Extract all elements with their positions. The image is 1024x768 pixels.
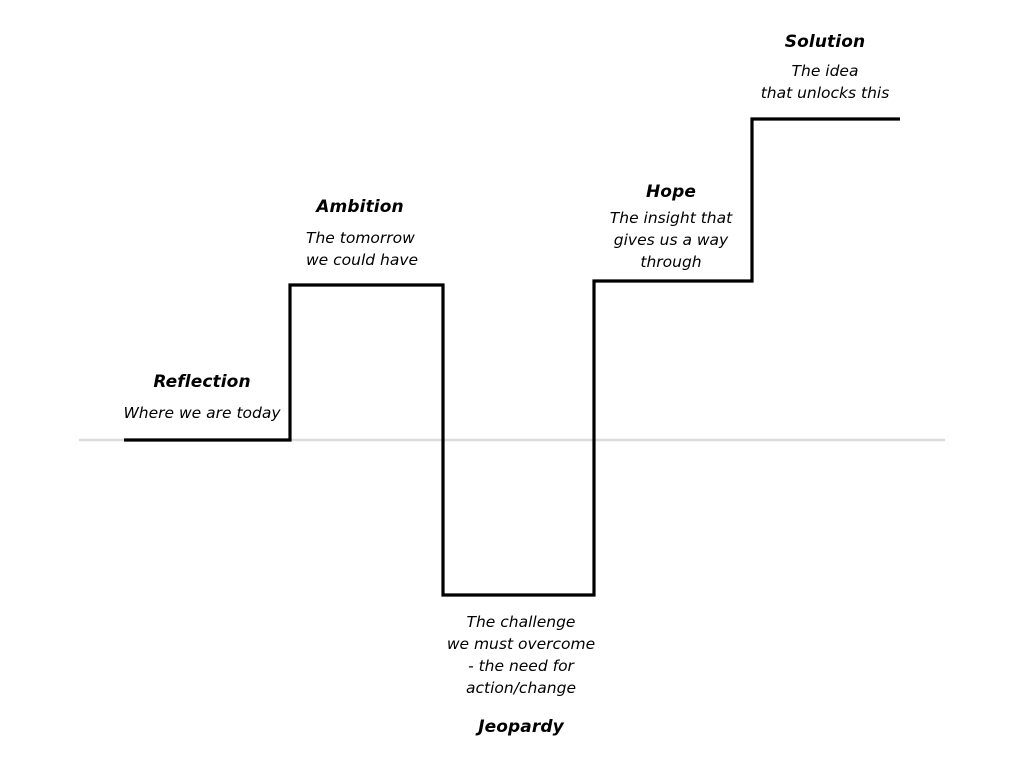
step-polyline xyxy=(124,117,900,597)
stage-body-jeopardy: The challenge we must overcome - the nee… xyxy=(446,613,596,697)
stage-title-ambition: Ambition xyxy=(316,197,404,217)
stage-body-hope: The insight that gives us a way through xyxy=(609,209,733,272)
annotation-reflection: Reflection Where we are today xyxy=(104,372,300,424)
annotation-jeopardy: The challenge we must overcome - the nee… xyxy=(431,611,611,738)
annotation-ambition: Ambition The tomorrow we could have xyxy=(306,197,466,271)
stage-body-reflection: Where we are today xyxy=(123,404,281,423)
annotation-hope: Hope The insight that gives us a way thr… xyxy=(593,182,749,273)
stage-title-solution: Solution xyxy=(784,32,866,52)
stage-title-jeopardy: Jeopardy xyxy=(478,717,564,737)
stage-body-ambition: The tomorrow we could have xyxy=(306,229,419,270)
stage-title-reflection: Reflection xyxy=(153,372,251,392)
annotation-solution: Solution The idea that unlocks this xyxy=(748,32,902,104)
stage-body-solution: The idea that unlocks this xyxy=(760,62,890,103)
stage-title-hope: Hope xyxy=(645,182,696,202)
